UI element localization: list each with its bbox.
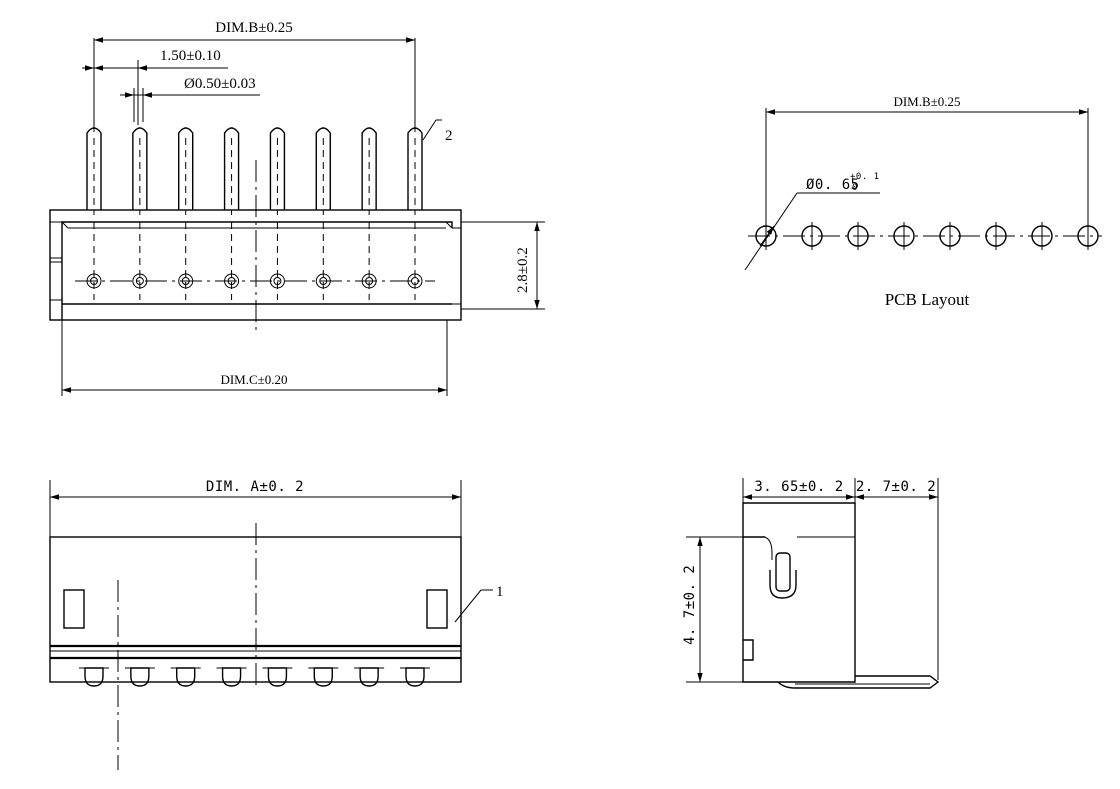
front-pin-bottom [170, 667, 201, 687]
top-pin [86, 127, 102, 215]
front-pin-bottom [124, 667, 155, 687]
top-pin-hole [224, 222, 240, 300]
height-label: 2.8±0.2 [515, 247, 531, 293]
pcb-hole [847, 222, 869, 250]
pin-dia-label: Ø0.50±0.03 [184, 76, 256, 92]
top-pin [407, 127, 423, 215]
front-pin-bottoms [79, 667, 430, 687]
top-pin [178, 127, 194, 215]
top-pin-hole [361, 222, 377, 300]
front-pin-bottom [79, 667, 109, 687]
top-view: DIM.B±0.25 1.50±0.10 Ø0.50±0.03 2 [49, 20, 545, 396]
pcb-layout-title: PCB Layout [885, 290, 970, 309]
top-pins [86, 127, 423, 215]
callout-1: 1 [496, 584, 504, 600]
pcb-hole [1031, 222, 1053, 250]
front-pin-bottom [262, 667, 293, 687]
front-pin-bottom [308, 667, 339, 687]
pcb-hole [985, 222, 1007, 250]
top-pin-hole [178, 222, 194, 300]
top-pin-hole [315, 222, 331, 300]
hole-tol-minus: 0 [852, 183, 858, 193]
pcb-hole [801, 222, 823, 250]
front-pin-bottom [354, 667, 385, 687]
top-pin [315, 127, 331, 215]
top-pin [223, 127, 240, 215]
pcb-layout-view: DIM.B±0.25 Ø0. 65 +0. 1 0 PCB Layout [744, 94, 1102, 309]
pcb-holes [755, 222, 1099, 250]
depth-label: 3. 65±0. 2 [754, 479, 843, 495]
hole-dia-label: Ø0. 65 [806, 177, 860, 193]
top-pin-hole [86, 222, 102, 300]
top-pin-hole [132, 222, 148, 300]
side-height-label: 4. 7±0. 2 [682, 565, 698, 645]
hole-tol-plus: +0. 1 [850, 172, 880, 182]
front-pin-bottom [400, 667, 430, 687]
top-pin-holes [86, 222, 423, 300]
top-pin-hole [407, 222, 423, 300]
side-housing [742, 502, 856, 683]
front-view: DIM. A±0. 2 1 [49, 479, 504, 770]
callout-2: 2 [445, 128, 453, 144]
dim-c-label: DIM.C±0.20 [220, 372, 287, 387]
dim-a-label: DIM. A±0. 2 [206, 479, 304, 495]
pitch-label: 1.50±0.10 [160, 48, 221, 64]
top-pin [361, 127, 377, 215]
pcb-hole [755, 222, 777, 250]
pcb-hole [893, 222, 915, 250]
front-pin-bottom [216, 667, 247, 687]
top-pin-hole [269, 222, 285, 300]
pin-len-label: 2. 7±0. 2 [856, 479, 936, 495]
pcb-hole [1077, 222, 1099, 250]
top-pin [132, 127, 148, 215]
pcb-hole [939, 222, 961, 250]
pcb-dim-b-label: DIM.B±0.25 [893, 94, 960, 109]
top-pin [269, 127, 286, 215]
top-dim-b-label: DIM.B±0.25 [215, 20, 292, 36]
side-view: 3. 65±0. 2 2. 7±0. 2 4. 7±0. 2 [682, 478, 940, 689]
